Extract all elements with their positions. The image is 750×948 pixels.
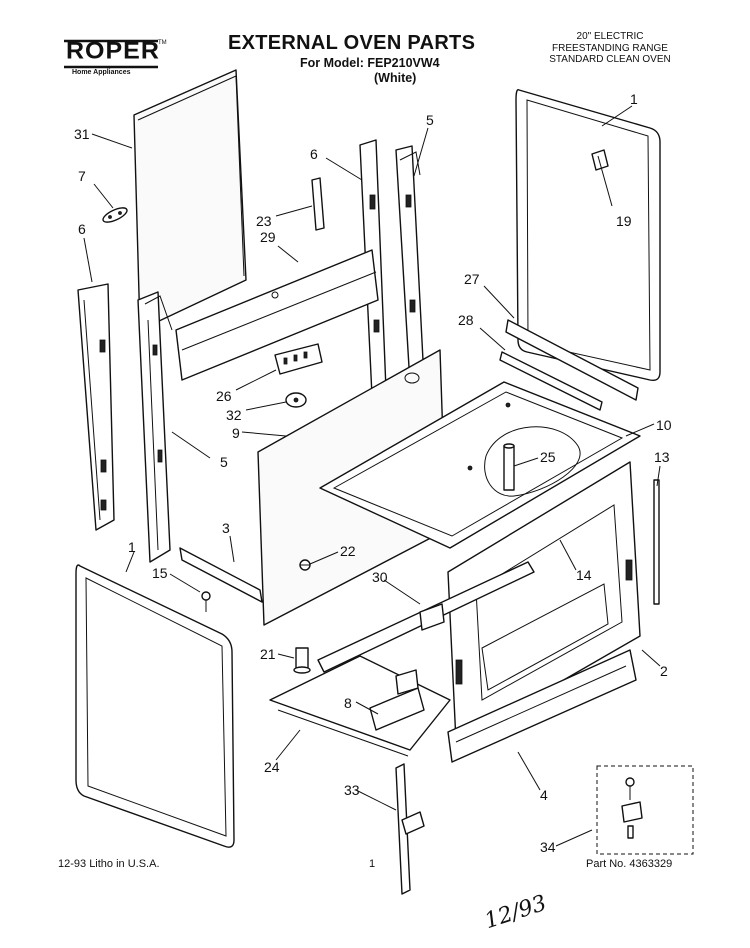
callout-2: 2 [660,663,668,679]
range-line-3: STANDARD CLEAN OVEN [549,54,671,65]
footer-page-number: 1 [369,858,376,870]
callout-23: 23 [256,213,272,229]
callout-1-bottom: 1 [128,539,136,555]
part-screw-15 [201,591,211,612]
part-latch-23 [311,177,325,231]
callout-34: 34 [540,839,556,855]
callout-10: 10 [656,417,672,433]
part-door-top [515,89,661,382]
part-control-panel [175,249,379,381]
callout-33: 33 [344,782,360,798]
part-cooktop [319,381,641,549]
part-kick-plate [447,649,637,763]
footer-part-number: Part No. 4363329 [586,858,673,870]
callout-1-top: 1 [630,91,638,107]
callout-6-left: 6 [78,221,86,237]
part-rear-panel [133,69,247,331]
part-rail-27 [505,319,639,401]
callout-8: 8 [344,695,352,711]
callout-numbers: 1 31 7 6 5 6 23 29 1 19 27 28 26 32 9 10… [74,91,672,855]
page-title: EXTERNAL OVEN PARTS [228,32,476,54]
part-rail-3 [179,547,263,603]
part-hinge-33 [395,763,425,895]
range-line-1: 20" ELECTRIC [576,31,644,42]
part-element-post [503,443,515,491]
callout-31: 31 [74,126,90,142]
part-side-frame-left [137,291,173,563]
callout-4: 4 [540,787,548,803]
callout-28: 28 [458,312,474,328]
callout-22: 22 [340,543,356,559]
range-description: 20" ELECTRIC FREESTANDING RANGE STANDARD… [530,31,690,66]
brand-logo [62,38,162,78]
range-line-2: FREESTANDING RANGE [552,42,668,54]
part-rod-13 [653,479,660,605]
leader-lines [83,105,661,847]
part-rail-28 [499,351,603,411]
callout-6-right: 6 [310,146,318,162]
callout-21: 21 [260,646,276,662]
part-bracket-7 [102,207,128,223]
callout-7: 7 [78,168,86,184]
brand-trademark: TM [158,40,167,46]
callout-3: 3 [222,520,230,536]
callout-26: 26 [216,388,232,404]
callout-5-top: 5 [426,112,434,128]
brand-name: ROPER [66,37,160,65]
part-leveling-leg [293,647,311,674]
callout-25: 25 [540,449,556,465]
callout-5-mid: 5 [220,454,228,470]
callout-14: 14 [576,567,592,583]
part-bottom-tray [317,561,535,673]
callout-13: 13 [654,449,670,465]
part-side-frame-right [395,145,425,385]
callout-15: 15 [152,565,168,581]
callout-30: 30 [372,569,388,585]
callout-24: 24 [264,759,280,775]
part-door-bottom [75,564,235,848]
callout-19: 19 [616,213,632,229]
color-line: (White) [374,71,417,85]
part-switch-26 [274,343,323,375]
part-side-assembly [447,461,641,743]
callout-9: 9 [232,425,240,441]
callout-29: 29 [260,229,276,245]
part-thermostat-32 [285,392,307,408]
part-hardware-kit [596,765,694,855]
part-bracket-8 [369,669,425,731]
brand-subtitle: Home Appliances [72,69,131,76]
callout-27: 27 [464,271,480,287]
model-line: For Model: FEP210VW4 [300,56,440,70]
callout-32: 32 [226,407,242,423]
footer-print-info: 12-93 Litho in U.S.A. [58,858,160,870]
part-fastener-22 [299,559,311,571]
part-side-trim-left [77,283,115,531]
